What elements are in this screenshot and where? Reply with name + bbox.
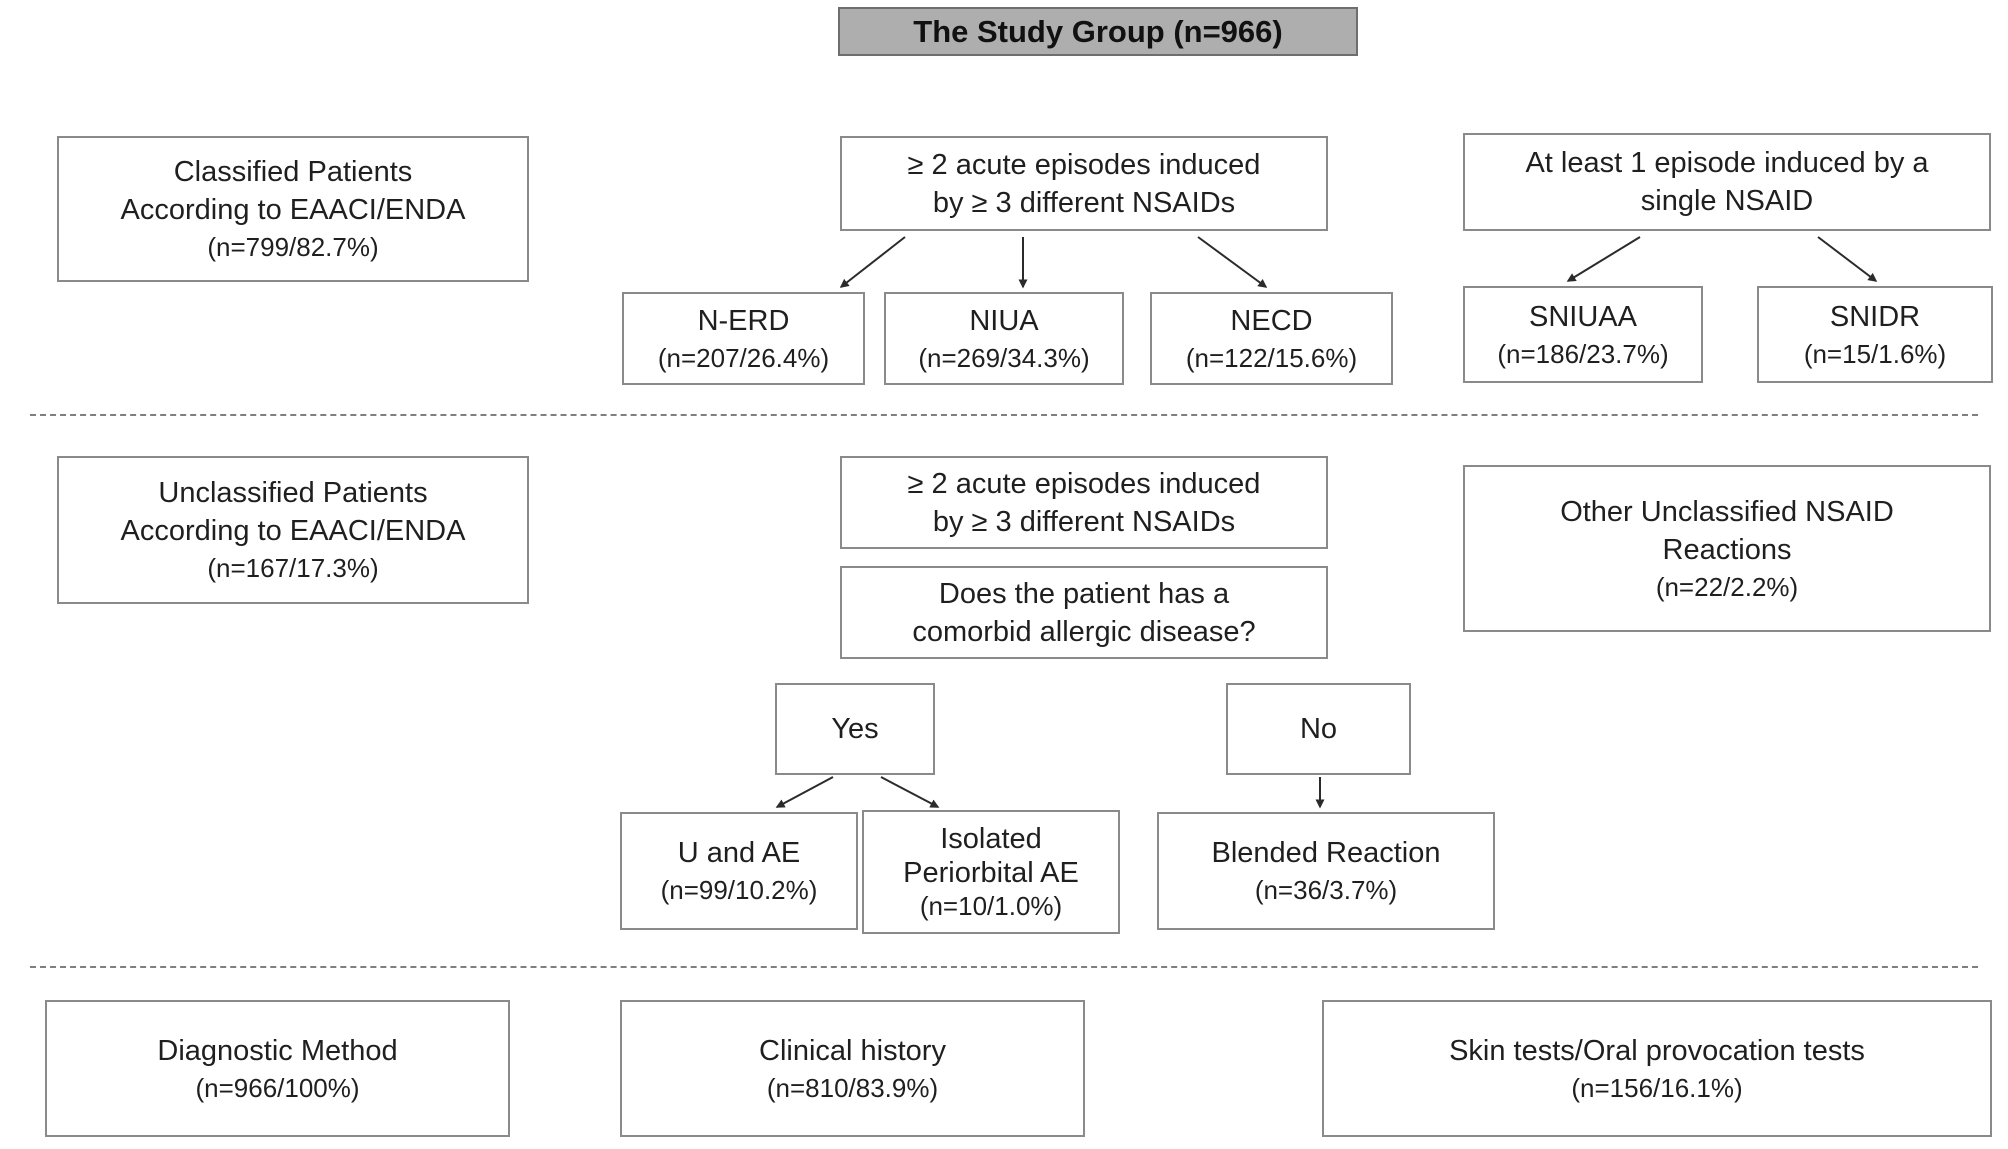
unclassified-patients-line1: Unclassified Patients <box>158 477 428 509</box>
section-divider-1 <box>30 414 1978 416</box>
unclassified-patients-line2: According to EAACI/ENDA <box>120 515 466 547</box>
classified-patients-line1: Classified Patients <box>173 156 413 188</box>
criteria-single-nsaid-box: At least 1 episode induced by a single N… <box>1463 133 1991 231</box>
nerd-box: N-ERD (n=207/26.4%) <box>622 292 865 385</box>
u-and-ae-box: U and AE (n=99/10.2%) <box>620 812 858 930</box>
sniuaa-box: SNIUAA (n=186/23.7%) <box>1463 286 1703 383</box>
clinical-history-count: (n=810/83.9%) <box>766 1072 939 1103</box>
isolated-periorbital-count: (n=10/1.0%) <box>919 891 1063 921</box>
no-label: No <box>1299 713 1338 745</box>
study-group-title: The Study Group (n=966) <box>913 13 1283 49</box>
arrow-to-snidr <box>1817 236 1878 282</box>
criteria-multi-nsaids-box-1: ≥ 2 acute episodes induced by ≥ 3 differ… <box>840 136 1328 231</box>
arrow-to-sniuaa <box>1566 236 1641 282</box>
skin-tests-box: Skin tests/Oral provocation tests (n=156… <box>1322 1000 1992 1137</box>
skin-tests-name: Skin tests/Oral provocation tests <box>1449 1034 1865 1067</box>
sniuaa-count: (n=186/23.7%) <box>1497 338 1669 369</box>
unclassified-patients-box: Unclassified Patients According to EAACI… <box>57 456 529 604</box>
diagnostic-method-name: Diagnostic Method <box>157 1034 398 1067</box>
section-divider-2 <box>30 966 1978 968</box>
snidr-count: (n=15/1.6%) <box>1803 338 1947 369</box>
niua-count: (n=269/34.3%) <box>918 342 1090 373</box>
no-box: No <box>1226 683 1411 775</box>
arrow-yes-to-isolated <box>880 776 940 808</box>
diagnostic-method-box: Diagnostic Method (n=966/100%) <box>45 1000 510 1137</box>
snidr-name: SNIDR <box>1829 300 1921 333</box>
sniuaa-name: SNIUAA <box>1529 300 1637 333</box>
necd-box: NECD (n=122/15.6%) <box>1150 292 1393 385</box>
comorbid-question-line2: comorbid allergic disease? <box>912 615 1256 648</box>
skin-tests-count: (n=156/16.1%) <box>1571 1072 1743 1103</box>
u-and-ae-name: U and AE <box>677 837 801 869</box>
criteria-multi-line1: ≥ 2 acute episodes induced <box>907 148 1261 181</box>
other-unclassified-line2: Reactions <box>1662 533 1792 566</box>
niua-box: NIUA (n=269/34.3%) <box>884 292 1124 385</box>
classified-patients-count: (n=799/82.7%) <box>207 232 379 262</box>
criteria-single-line2: single NSAID <box>1640 185 1814 217</box>
arrow-to-nerd <box>839 236 906 288</box>
classified-patients-box: Classified Patients According to EAACI/E… <box>57 136 529 282</box>
criteria-multi-line2: by ≥ 3 different NSAIDs <box>932 186 1236 219</box>
necd-name: NECD <box>1230 304 1313 337</box>
unclassified-patients-count: (n=167/17.3%) <box>207 553 379 583</box>
other-unclassified-box: Other Unclassified NSAID Reactions (n=22… <box>1463 465 1991 632</box>
clinical-history-box: Clinical history (n=810/83.9%) <box>620 1000 1085 1137</box>
criteria-multi-nsaids-box-2: ≥ 2 acute episodes induced by ≥ 3 differ… <box>840 456 1328 549</box>
arrow-yes-to-u-and-ae <box>775 776 834 808</box>
blended-reaction-count: (n=36/3.7%) <box>1254 875 1398 905</box>
nerd-name: N-ERD <box>697 304 790 337</box>
comorbid-question-line1: Does the patient has a <box>938 577 1230 610</box>
diagnostic-method-count: (n=966/100%) <box>195 1072 360 1103</box>
criteria-single-line1: At least 1 episode induced by a <box>1525 147 1929 179</box>
snidr-box: SNIDR (n=15/1.6%) <box>1757 286 1993 383</box>
other-unclassified-line1: Other Unclassified NSAID <box>1560 495 1894 528</box>
yes-label: Yes <box>831 713 879 745</box>
isolated-periorbital-box: Isolated Periorbital AE (n=10/1.0%) <box>862 810 1120 934</box>
isolated-periorbital-line1: Isolated <box>940 823 1042 855</box>
blended-reaction-name: Blended Reaction <box>1211 837 1441 869</box>
isolated-periorbital-line2: Periorbital AE <box>903 857 1079 889</box>
niua-name: NIUA <box>969 304 1039 337</box>
clinical-history-name: Clinical history <box>759 1034 946 1067</box>
comorbid-question-box: Does the patient has a comorbid allergic… <box>840 566 1328 659</box>
classified-patients-line2: According to EAACI/ENDA <box>120 194 466 226</box>
u-and-ae-count: (n=99/10.2%) <box>660 875 818 905</box>
criteria-multi-2-line1: ≥ 2 acute episodes induced <box>907 467 1261 500</box>
necd-count: (n=122/15.6%) <box>1185 342 1358 373</box>
arrow-to-necd <box>1197 236 1268 288</box>
yes-box: Yes <box>775 683 935 775</box>
nerd-count: (n=207/26.4%) <box>657 342 830 373</box>
other-unclassified-count: (n=22/2.2%) <box>1655 571 1799 602</box>
study-group-title-box: The Study Group (n=966) <box>838 7 1358 56</box>
blended-reaction-box: Blended Reaction (n=36/3.7%) <box>1157 812 1495 930</box>
criteria-multi-2-line2: by ≥ 3 different NSAIDs <box>932 505 1236 538</box>
